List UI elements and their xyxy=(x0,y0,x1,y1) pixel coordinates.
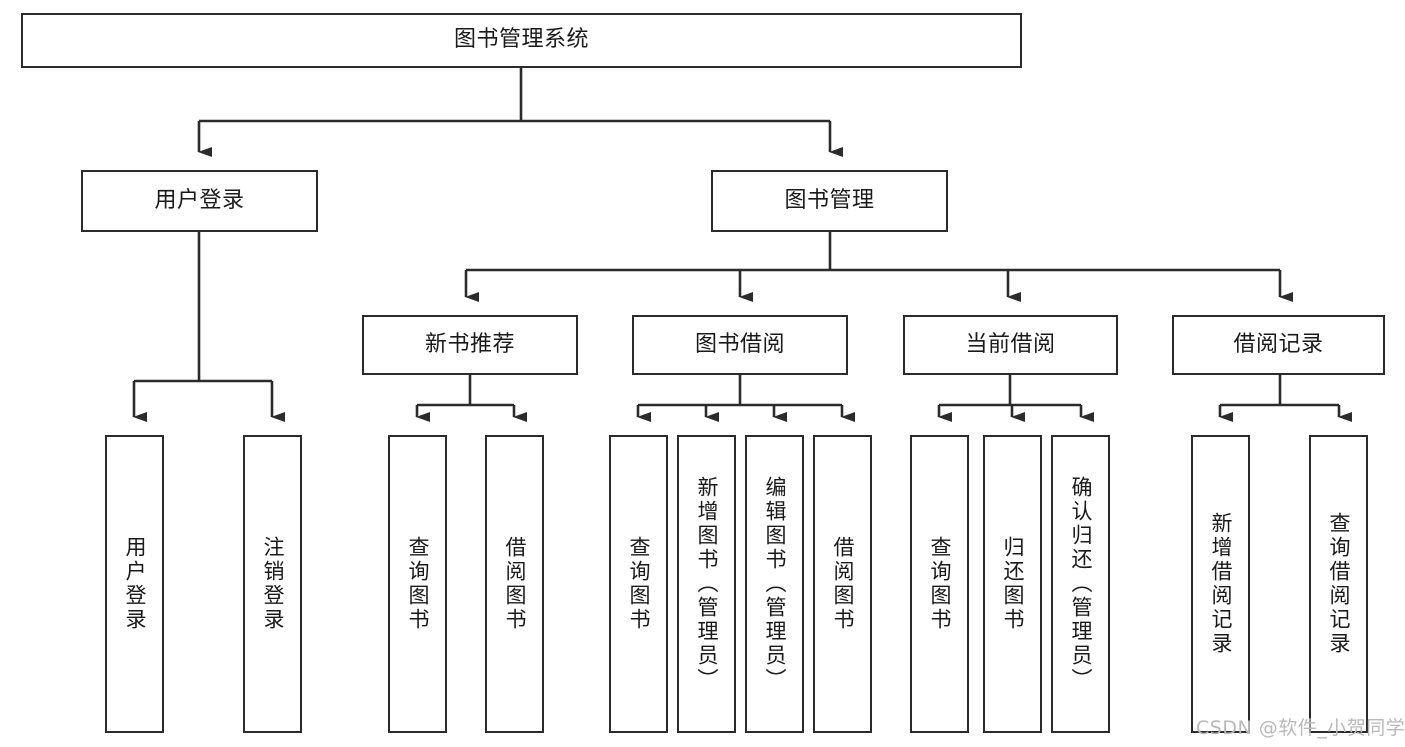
leaf-search-book-newbook-label: 查询图书 xyxy=(406,536,430,632)
leaf-borrow-book-newbook[interactable]: 借阅图书 xyxy=(485,435,544,733)
connector-userlogin-to-leaves xyxy=(132,232,285,422)
leaf-user-login-label: 用户登录 xyxy=(123,536,147,632)
node-current-borrow[interactable]: 当前借阅 xyxy=(903,315,1118,375)
node-book-borrow-label: 图书借阅 xyxy=(694,331,785,357)
leaf-search-book-current[interactable]: 查询图书 xyxy=(910,435,969,733)
node-borrow-records[interactable]: 借阅记录 xyxy=(1172,315,1385,375)
leaf-borrow-book[interactable]: 借阅图书 xyxy=(813,435,872,733)
node-user-login[interactable]: 用户登录 xyxy=(81,170,318,232)
node-book-management-label: 图书管理 xyxy=(784,187,875,213)
leaf-confirm-return-admin-label: 确认归还（管理员） xyxy=(1069,476,1093,692)
connector-borrow-to-leaves xyxy=(636,375,855,422)
leaf-confirm-return-admin[interactable]: 确认归还（管理员） xyxy=(1051,435,1110,733)
leaf-add-borrow-record-label: 新增借阅记录 xyxy=(1209,512,1233,656)
leaf-borrow-book-newbook-label: 借阅图书 xyxy=(503,536,527,632)
leaf-search-book-borrow-label: 查询图书 xyxy=(627,536,651,632)
leaf-add-book-admin[interactable]: 新增图书（管理员） xyxy=(677,435,736,733)
connector-bookmgmt-to-level3 xyxy=(464,232,1293,302)
leaf-search-book-newbook[interactable]: 查询图书 xyxy=(388,435,447,733)
leaf-edit-book-admin-label: 编辑图书（管理员） xyxy=(763,476,787,692)
leaf-search-borrow-record-label: 查询借阅记录 xyxy=(1327,512,1351,656)
node-new-book-recommend-label: 新书推荐 xyxy=(424,331,515,357)
connector-root-to-level2 xyxy=(197,68,843,157)
leaf-search-borrow-record[interactable]: 查询借阅记录 xyxy=(1309,435,1368,733)
node-user-login-label: 用户登录 xyxy=(154,187,245,213)
connector-newbook-to-leaves xyxy=(415,375,527,422)
node-current-borrow-label: 当前借阅 xyxy=(965,331,1056,357)
node-new-book-recommend[interactable]: 新书推荐 xyxy=(362,315,578,375)
leaf-edit-book-admin[interactable]: 编辑图书（管理员） xyxy=(745,435,804,733)
node-borrow-records-label: 借阅记录 xyxy=(1233,331,1324,357)
leaf-user-login[interactable]: 用户登录 xyxy=(105,435,164,733)
leaf-add-book-admin-label: 新增图书（管理员） xyxy=(695,476,719,692)
node-book-management[interactable]: 图书管理 xyxy=(711,170,948,232)
leaf-search-book-borrow[interactable]: 查询图书 xyxy=(609,435,668,733)
leaf-borrow-book-label: 借阅图书 xyxy=(831,536,855,632)
leaf-return-book-label: 归还图书 xyxy=(1001,536,1025,632)
leaf-logout[interactable]: 注销登录 xyxy=(243,435,302,733)
connector-records-to-leaves xyxy=(1218,375,1352,422)
leaf-logout-label: 注销登录 xyxy=(261,536,285,632)
node-root[interactable]: 图书管理系统 xyxy=(21,13,1022,68)
leaf-add-borrow-record[interactable]: 新增借阅记录 xyxy=(1191,435,1250,733)
connector-current-to-leaves xyxy=(937,375,1094,422)
node-book-borrow[interactable]: 图书借阅 xyxy=(632,315,848,375)
leaf-return-book[interactable]: 归还图书 xyxy=(983,435,1042,733)
leaf-search-book-current-label: 查询图书 xyxy=(928,536,952,632)
node-root-label: 图书管理系统 xyxy=(453,27,589,53)
